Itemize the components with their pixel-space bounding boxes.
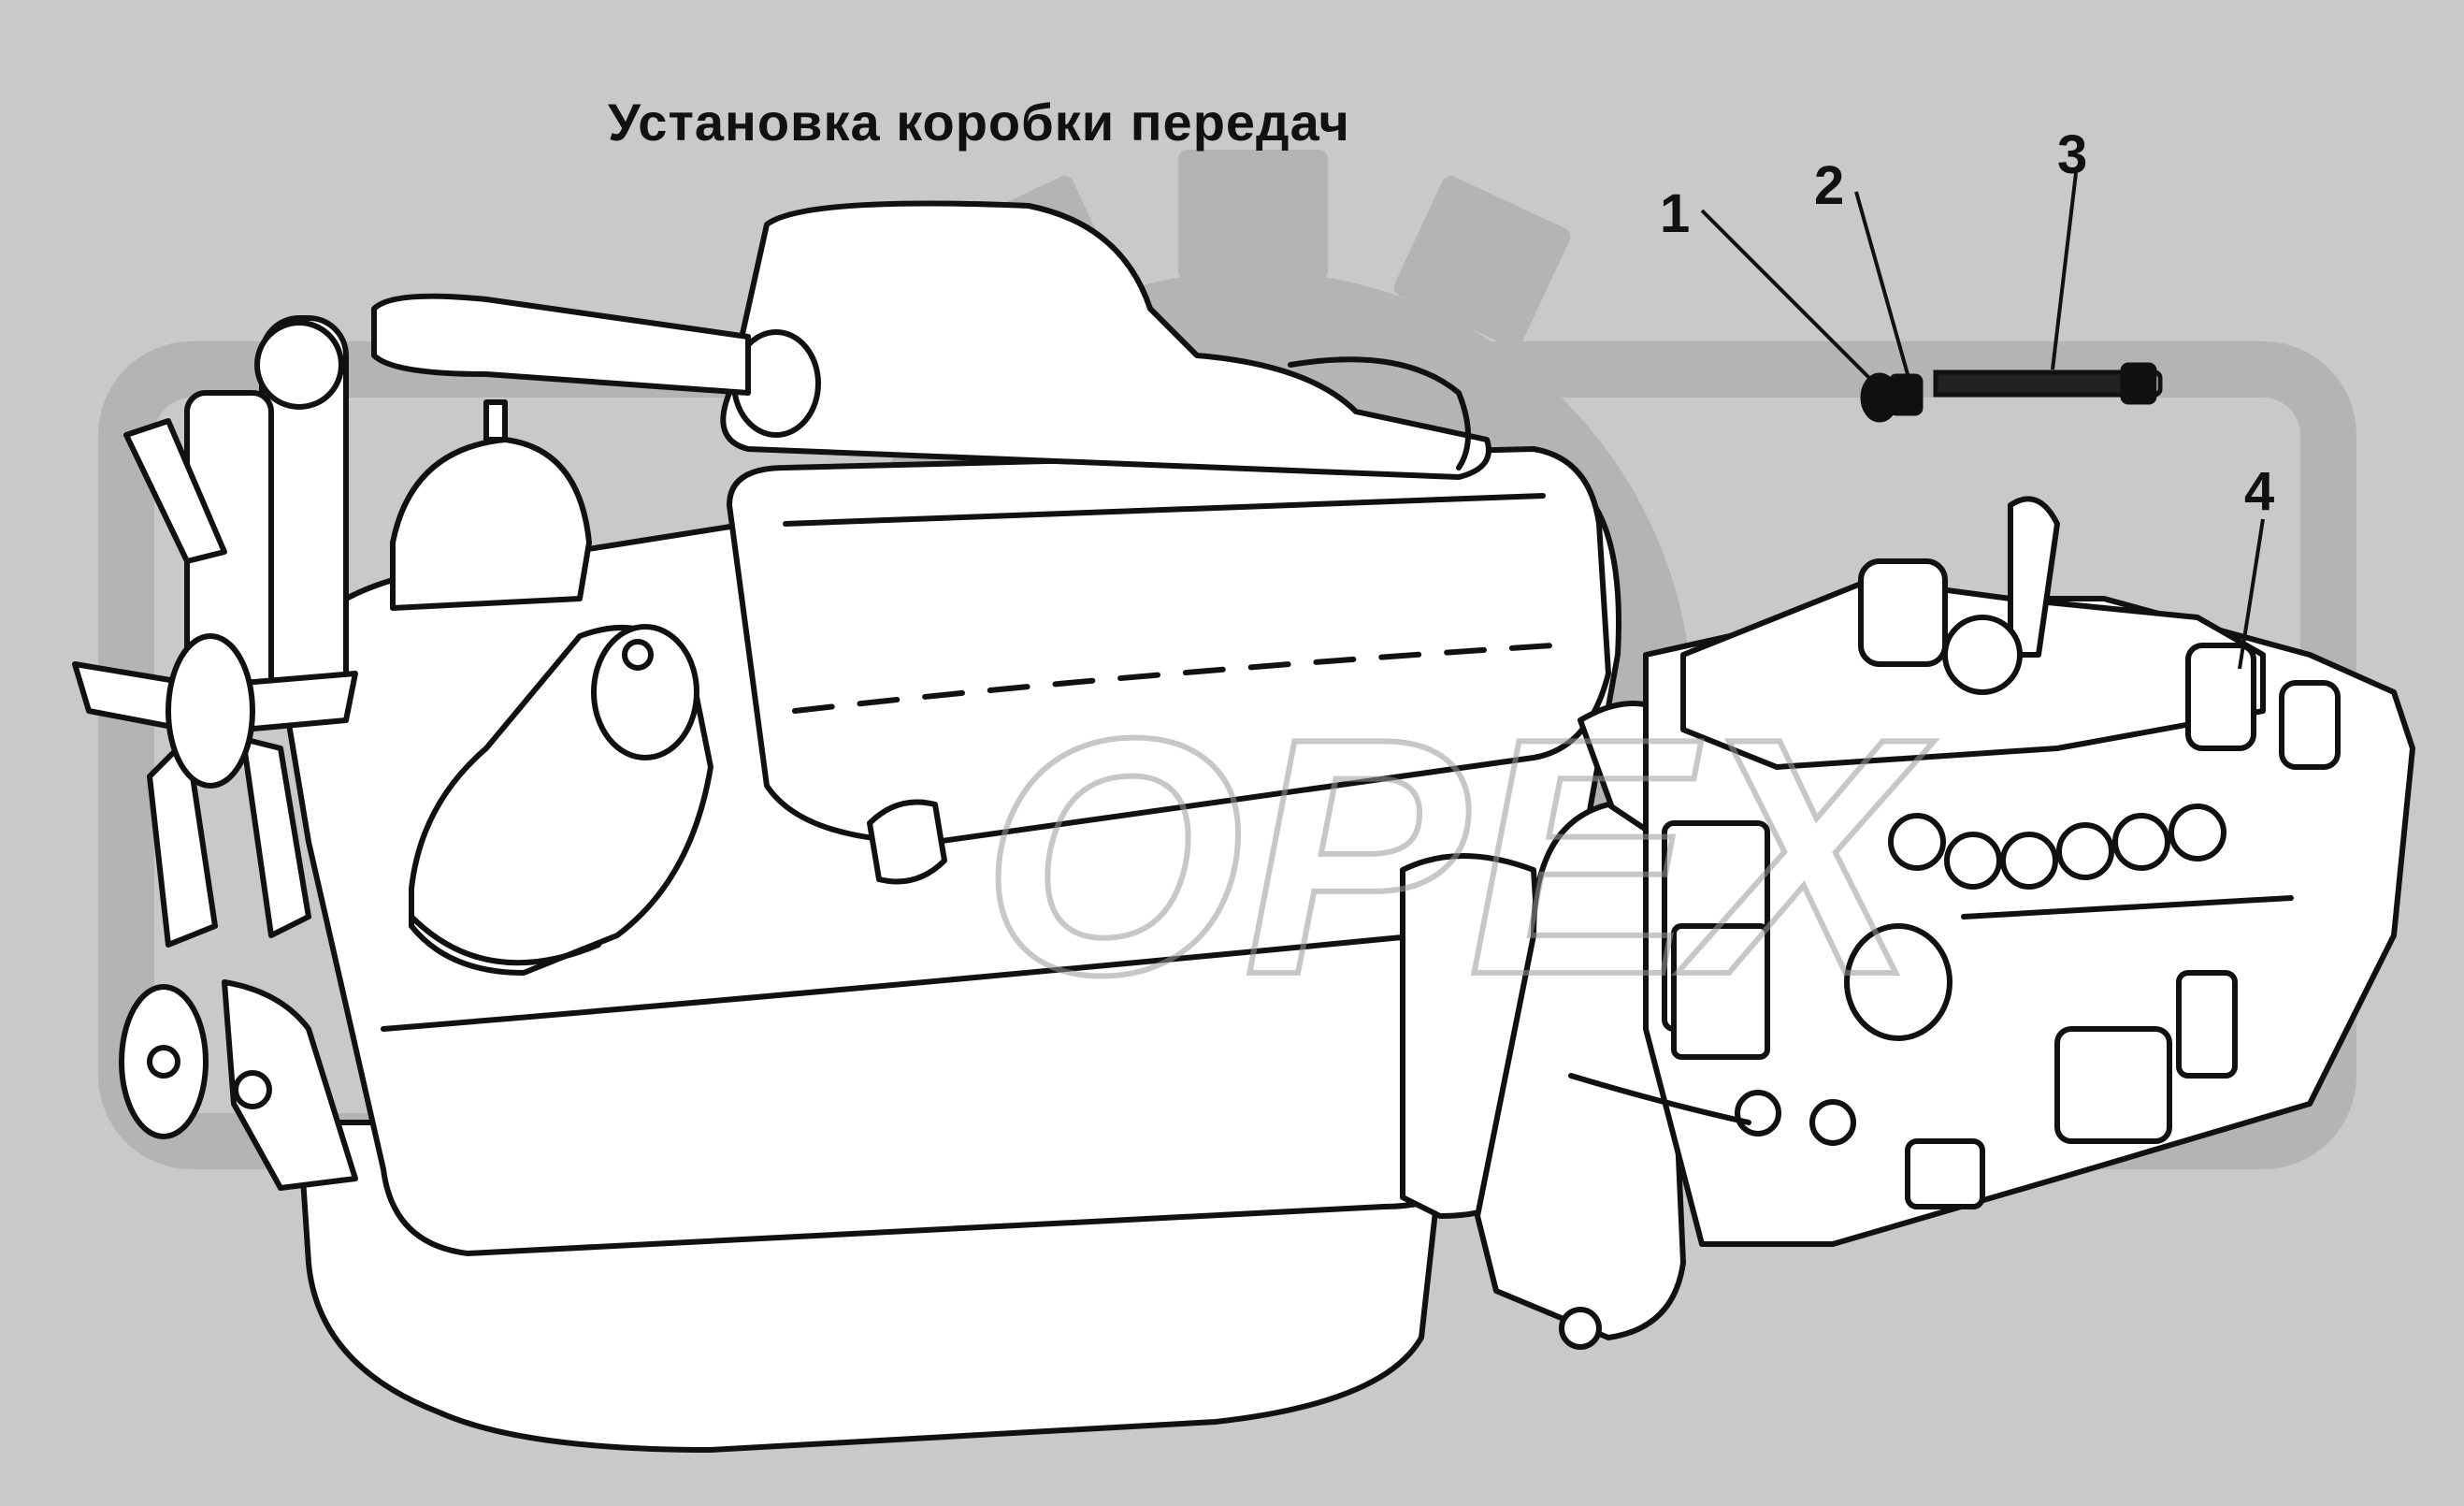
front-air-pipe	[371, 293, 751, 396]
valve-cover-bolt-line	[792, 643, 1555, 714]
lower-mount	[2054, 1026, 2172, 1144]
case-flange-line	[1961, 895, 2294, 920]
damper-bracket	[222, 979, 358, 1191]
callout-1: 1	[1660, 183, 1691, 244]
callout-2: 2	[1814, 155, 1845, 216]
valve-cover	[727, 446, 1611, 845]
filter-nipple	[483, 399, 508, 442]
cover-boss	[2279, 680, 2341, 770]
cover-boss	[2185, 643, 2256, 751]
fan-hub	[166, 633, 255, 789]
leader-3	[2051, 172, 2078, 370]
watermark-gear-tooth	[1393, 176, 1571, 348]
callout-leaders	[1700, 172, 2265, 670]
callout-4: 4	[2244, 461, 2275, 522]
leader-1	[1700, 209, 1872, 381]
shift-lever	[2008, 496, 2060, 658]
damper-bolt	[233, 1070, 272, 1109]
valve-cover-ridge	[783, 493, 1546, 527]
lower-bolt	[1735, 1090, 1781, 1137]
intake-manifold	[720, 200, 1491, 480]
callout-3: 3	[2057, 124, 2088, 185]
cover-boss	[1858, 558, 1948, 667]
flywheel-housing	[1475, 802, 1686, 1350]
oil-filter-top	[591, 624, 699, 760]
inspection-cover	[1844, 923, 1952, 1041]
case-bolt	[2112, 813, 2170, 871]
side-valve-lower	[1671, 923, 1770, 1060]
lower-mount	[1905, 1138, 1985, 1209]
case-bolt	[2056, 822, 2114, 880]
case-bolt	[2000, 832, 2058, 890]
watermark-gear-tooth	[1178, 150, 1328, 281]
crank-pulley-center	[147, 1045, 180, 1079]
oil-filter-bolt	[622, 639, 654, 671]
fastener-parts	[1860, 362, 2163, 423]
housing-edge	[1568, 1073, 1751, 1125]
part-2-washer	[1888, 373, 1924, 416]
housing-bolt	[1559, 1307, 1602, 1350]
engine-drawing	[72, 200, 1695, 1453]
fan-blade	[240, 736, 311, 938]
leader-4	[2238, 518, 2265, 670]
idler-pulley	[254, 320, 344, 410]
part-3-bolt-head	[2120, 362, 2157, 405]
block-seam-line	[381, 933, 1424, 1032]
turbo-duct	[1288, 356, 1471, 471]
diagram-title: Установка коробки передач	[608, 93, 1350, 152]
manifold-port	[867, 799, 947, 885]
fan-blade	[240, 671, 358, 732]
lower-bolt	[1809, 1099, 1856, 1146]
oil-filter-ring	[409, 914, 601, 966]
leader-2	[1854, 191, 1909, 375]
shift-tower	[1942, 615, 2023, 695]
case-bolt	[2169, 804, 2226, 862]
part-3-bolt-thread	[1933, 369, 2154, 398]
fan-blade	[123, 418, 227, 564]
gearbox-drawing	[1568, 496, 2415, 1247]
case-bolt	[1888, 813, 1946, 871]
case-bolt	[1944, 832, 2002, 890]
filter-cap	[390, 437, 592, 611]
lower-mount	[2176, 970, 2238, 1079]
